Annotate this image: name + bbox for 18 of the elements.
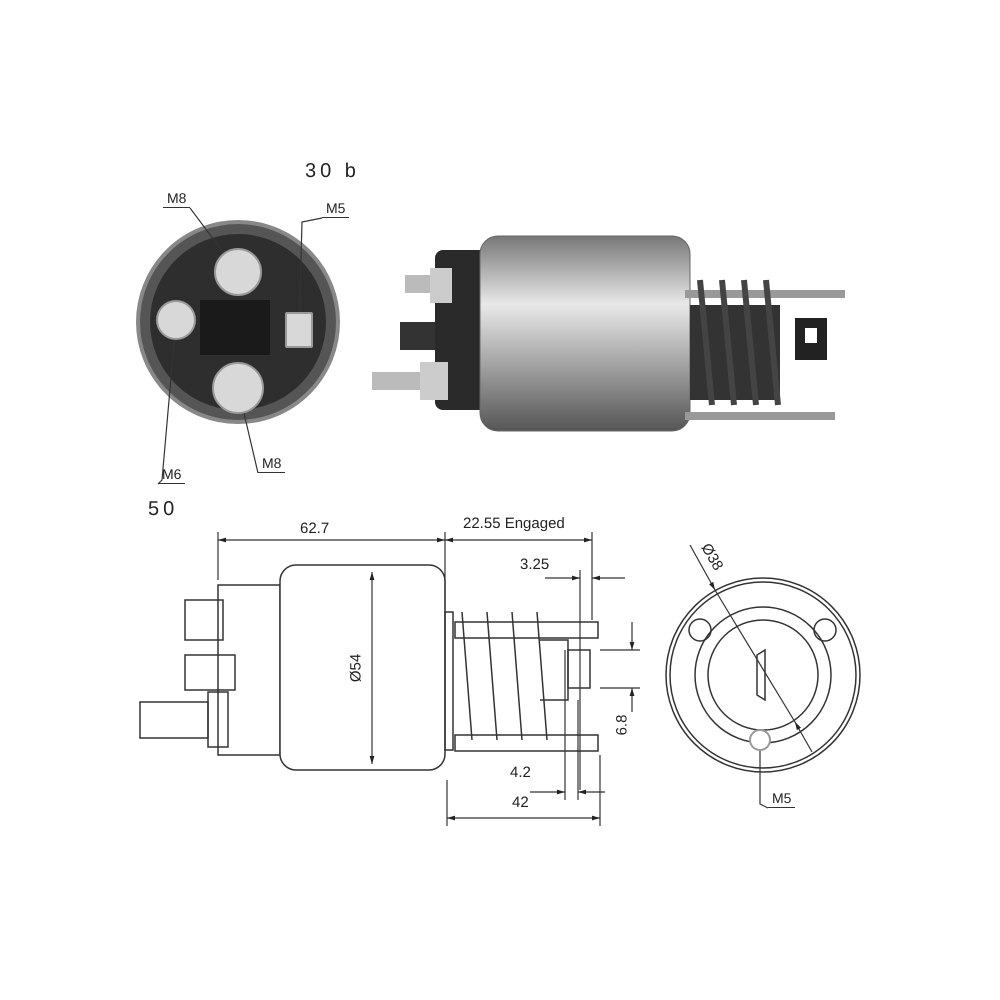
dimension-label: 62.7 (300, 520, 330, 537)
dimension-label: 22.55 Engaged (463, 515, 565, 532)
dimension-label: 3.25 (520, 556, 550, 573)
thread-size-label: M5 (322, 200, 350, 218)
terminal-tab (285, 312, 313, 348)
thread-size-label: M8 (258, 455, 286, 473)
thread-size-label: M6 (158, 466, 186, 484)
thread-size-label: M5 (768, 790, 796, 808)
dimension-label: 42 (512, 794, 529, 811)
leader-line (243, 413, 259, 474)
bolt-hole (749, 729, 771, 751)
thread-size-label: M8 (163, 190, 190, 208)
leader-line (759, 751, 768, 809)
terminal-label: 30 b (305, 160, 360, 183)
terminal-label: 50 (148, 498, 178, 521)
dimension-label: 4.2 (510, 764, 531, 781)
dimension-label: 6.8 (614, 714, 630, 736)
dimension-label: Ø54 (348, 654, 364, 682)
